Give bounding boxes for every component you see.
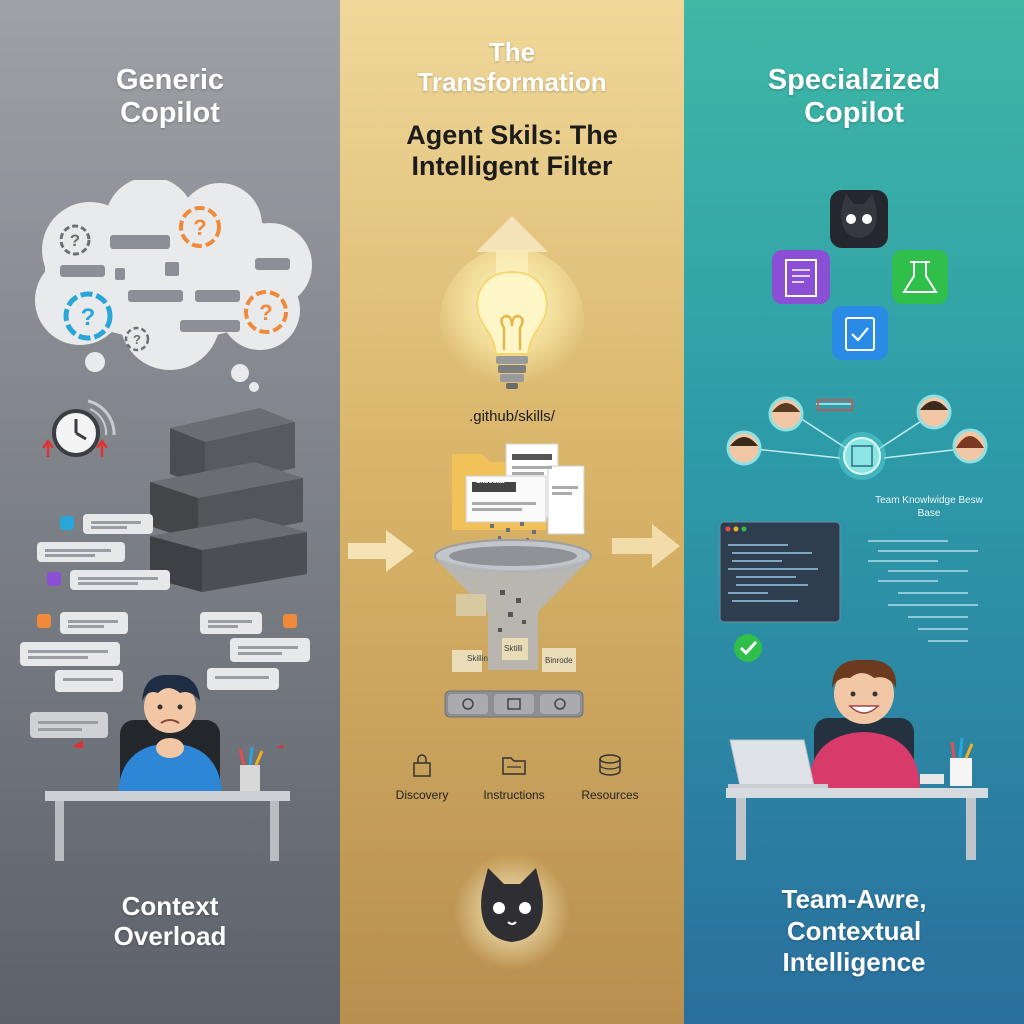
funnel-tag-3: Binrode: [545, 656, 573, 665]
right-caption: Team-Awre, Contextual Intelligence: [781, 884, 927, 978]
database-icon: [599, 754, 621, 776]
question-icon: ?: [179, 206, 221, 248]
happy-person: [726, 659, 988, 860]
question-icon: ?: [124, 326, 150, 352]
svg-text:?: ?: [133, 332, 141, 347]
team-knowledge-base-label: Team Knowlwidge Besw Base: [875, 495, 983, 519]
left-caption: Context Overload: [113, 891, 227, 951]
right-title: Specialzized Copilot: [767, 64, 941, 130]
svg-text:?: ?: [193, 215, 206, 240]
panel-generic-copilot: Generic Copilot: [0, 0, 340, 1024]
skill-icon-cluster: [772, 190, 948, 360]
funnel-tag-1: Skillin: [467, 654, 488, 663]
panel-specialized-copilot: Specialzized Copilot: [684, 0, 1024, 1024]
left-title: Generic Copilot: [116, 64, 224, 130]
lightbulb-icon: [440, 250, 584, 392]
funnel-tag-2: Sktilli: [504, 644, 523, 653]
doc-label-1: SK GANCES: [512, 446, 548, 452]
folder-icon: [502, 757, 526, 775]
question-icon: ?: [244, 290, 288, 334]
stacked-blocks: [150, 408, 307, 592]
copilot-cat-icon: [454, 854, 570, 970]
middle-header: The Transformation: [417, 37, 607, 97]
lock-icon: [413, 754, 431, 777]
middle-title: Agent Skils: The Intelligent Filter: [406, 120, 618, 182]
step-resources: Resources: [568, 752, 652, 802]
svg-text:?: ?: [70, 231, 80, 250]
panel-transformation: The Transformation Agent Skils: The Inte…: [340, 0, 684, 1024]
svg-text:?: ?: [259, 300, 272, 325]
code-editor-window: [719, 521, 978, 662]
stressed-person: [45, 674, 290, 861]
filter-funnel: [434, 522, 592, 672]
step-discovery: Discovery: [380, 752, 464, 802]
step-instructions: Instructions: [472, 752, 556, 802]
question-icon: ?: [63, 291, 113, 341]
skills-path-label: .github/skills/: [469, 408, 555, 425]
chat-bubbles: [20, 514, 310, 748]
svg-text:?: ?: [81, 304, 96, 331]
team-network: [726, 394, 988, 480]
control-bar: [444, 690, 584, 718]
doc-label-2: Sksosaa: [476, 478, 505, 485]
clock-icon: [41, 399, 116, 457]
arrow-right-icon: [612, 524, 680, 568]
skills-folder: [452, 443, 585, 535]
arrow-right-icon: [348, 530, 414, 572]
question-icon: ?: [59, 224, 91, 256]
